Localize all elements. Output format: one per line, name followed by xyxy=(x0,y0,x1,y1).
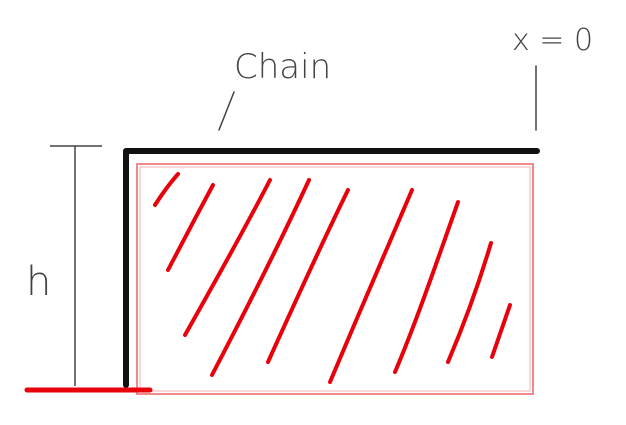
hatch-stroke-8 xyxy=(446,241,493,364)
hatch-stroke-1 xyxy=(153,172,180,207)
hatch-stroke-4 xyxy=(210,178,311,377)
block-outline xyxy=(136,163,534,395)
hatching xyxy=(153,172,512,384)
block-outline-inner xyxy=(139,166,531,392)
hatch-stroke-2 xyxy=(166,183,215,272)
x-zero-label: x = 0 xyxy=(512,23,593,58)
chain-label: Chain xyxy=(234,47,331,87)
hatch-stroke-9 xyxy=(490,303,512,359)
chain-pointer xyxy=(218,91,235,131)
hatch-stroke-3 xyxy=(183,178,272,337)
hatch-stroke-6 xyxy=(328,188,414,384)
hatch-stroke-5 xyxy=(266,188,350,364)
chain-line xyxy=(123,148,540,388)
hatch-stroke-7 xyxy=(393,200,460,374)
height-label: h xyxy=(26,259,51,305)
